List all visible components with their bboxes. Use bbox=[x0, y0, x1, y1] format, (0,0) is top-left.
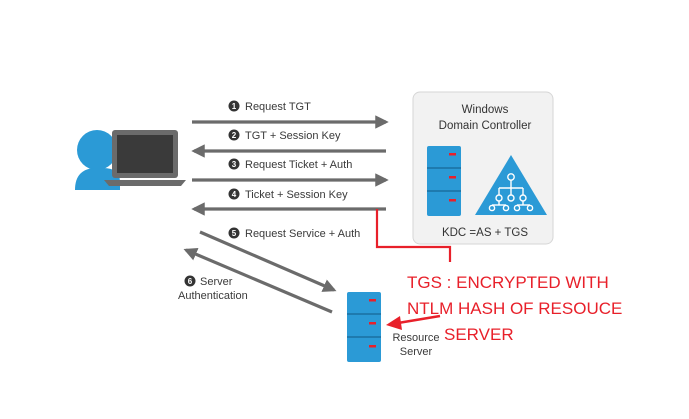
step-5-label: Request Service + Auth bbox=[245, 228, 360, 240]
step-3-number: 3 bbox=[232, 160, 237, 169]
network-tree-icon bbox=[475, 155, 547, 215]
step-4: 4 Ticket + Session Key bbox=[228, 188, 348, 201]
step-5: 5 Request Service + Auth bbox=[228, 227, 360, 240]
arrow-step-5 bbox=[199, 230, 337, 292]
step-6-label-line1: Server bbox=[200, 276, 233, 288]
server-icon bbox=[347, 292, 381, 362]
step-4-number: 4 bbox=[232, 190, 237, 199]
resource-server-label-line2: Server bbox=[400, 346, 433, 358]
step-2-label: TGT + Session Key bbox=[245, 130, 341, 142]
step-2-number: 2 bbox=[232, 131, 237, 140]
step-6-label-line2: Authentication bbox=[178, 290, 248, 302]
step-6-number: 6 bbox=[188, 277, 193, 286]
dc-title-line1: Windows bbox=[462, 104, 509, 116]
step-3-label: Request Ticket + Auth bbox=[245, 159, 352, 171]
step-5-number: 5 bbox=[232, 229, 237, 238]
annotation-line2: NTLM HASH OF RESOUCE bbox=[407, 299, 622, 318]
step-1-number: 1 bbox=[232, 102, 237, 111]
arrow-step-6 bbox=[183, 248, 333, 314]
step-2: 2 TGT + Session Key bbox=[228, 129, 341, 142]
server-icon bbox=[427, 146, 461, 216]
step-4-label: Ticket + Session Key bbox=[245, 189, 348, 201]
resource-server-label-line1: Resource bbox=[392, 332, 439, 344]
step-1: 1 Request TGT bbox=[228, 100, 311, 113]
step-1-label: Request TGT bbox=[245, 101, 311, 113]
arrows bbox=[183, 115, 389, 314]
kdc-label: KDC =AS + TGS bbox=[442, 227, 528, 239]
annotation-text: TGS : ENCRYPTED WITH NTLM HASH OF RESOUC… bbox=[407, 273, 622, 344]
annotation-connector bbox=[375, 209, 452, 262]
step-6: 6 Server Authentication bbox=[178, 275, 248, 302]
annotation-line1: TGS : ENCRYPTED WITH bbox=[407, 273, 609, 292]
dc-title-line2: Domain Controller bbox=[439, 120, 532, 132]
annotation-line3: SERVER bbox=[444, 325, 514, 344]
annotation-arrow bbox=[386, 314, 441, 330]
step-3: 3 Request Ticket + Auth bbox=[228, 158, 352, 171]
resource-server: Resource Server bbox=[347, 292, 440, 362]
laptop-icon bbox=[104, 130, 186, 186]
